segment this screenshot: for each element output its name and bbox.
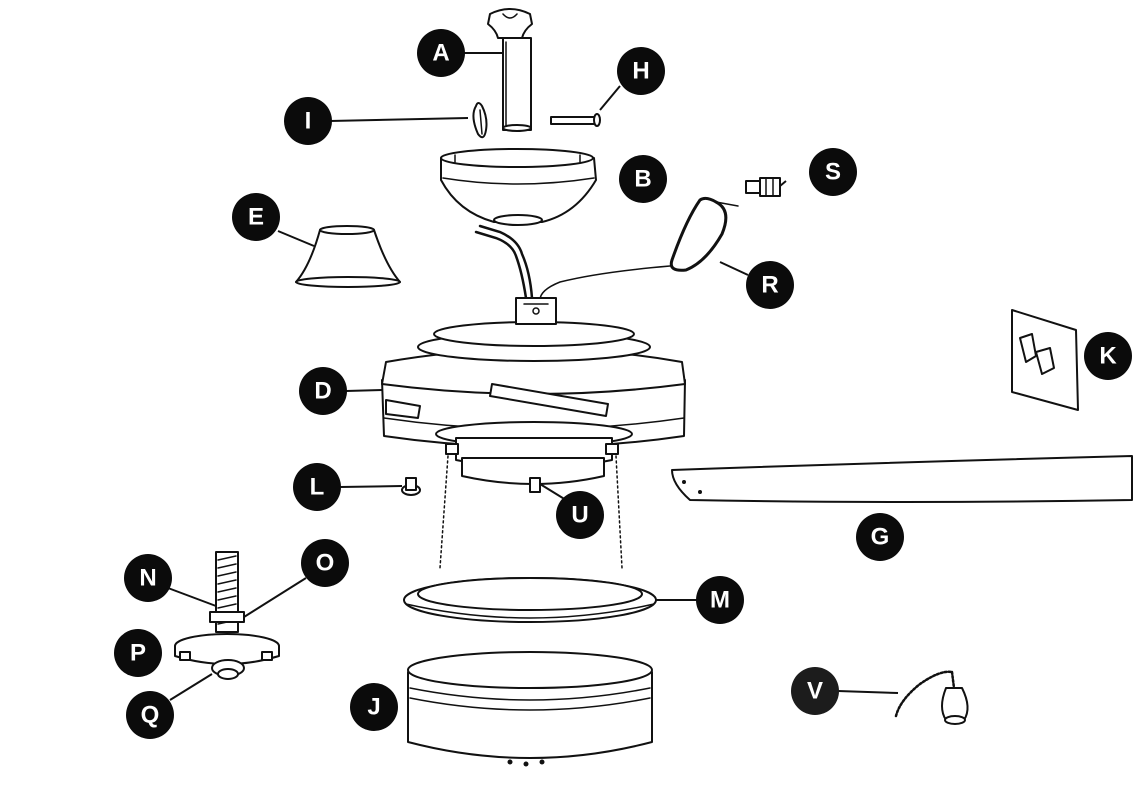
badge-v: V bbox=[791, 667, 839, 715]
badge-q-label: Q bbox=[141, 702, 160, 729]
badge-u-label: U bbox=[571, 502, 588, 529]
part-h-pin bbox=[550, 113, 601, 127]
part-b-canopy bbox=[440, 148, 597, 226]
badge-d: D bbox=[299, 367, 347, 415]
badge-b-label: B bbox=[634, 166, 651, 193]
badge-s: S bbox=[809, 148, 857, 196]
badge-g: G bbox=[856, 513, 904, 561]
badge-k: K bbox=[1084, 332, 1132, 380]
part-s-connector bbox=[745, 177, 781, 197]
badge-a: A bbox=[417, 29, 465, 77]
part-i-clip bbox=[472, 102, 488, 139]
part-v-pull-chain bbox=[894, 670, 969, 725]
badge-u: U bbox=[556, 491, 604, 539]
part-o-nut bbox=[209, 611, 245, 623]
badge-n-label: N bbox=[139, 565, 156, 592]
motor-wires bbox=[474, 224, 534, 300]
badge-p-label: P bbox=[130, 640, 146, 667]
badge-l: L bbox=[293, 463, 341, 511]
badge-r-label: R bbox=[761, 272, 778, 299]
part-g-blade bbox=[671, 455, 1133, 503]
badge-i-label: I bbox=[305, 108, 312, 135]
badge-h-label: H bbox=[632, 58, 649, 85]
part-q-cap bbox=[211, 659, 245, 680]
badge-p: P bbox=[114, 629, 162, 677]
pull-chains bbox=[439, 443, 623, 569]
badge-i: I bbox=[284, 97, 332, 145]
badge-r: R bbox=[746, 261, 794, 309]
part-k-bracket bbox=[1011, 309, 1079, 411]
badge-v-label: V bbox=[807, 678, 823, 705]
badge-j: J bbox=[350, 683, 398, 731]
part-e-canopy-cover bbox=[295, 225, 401, 288]
part-p-plate bbox=[174, 633, 280, 665]
part-l-screw bbox=[401, 477, 421, 496]
badge-o-label: O bbox=[316, 550, 335, 577]
badge-k-label: K bbox=[1099, 343, 1117, 370]
badge-d-label: D bbox=[314, 378, 331, 405]
badge-e: E bbox=[232, 193, 280, 241]
part-m-ring bbox=[403, 577, 657, 623]
badge-s-label: S bbox=[825, 159, 841, 186]
badge-n: N bbox=[124, 554, 172, 602]
badge-q: Q bbox=[126, 691, 174, 739]
badge-l-label: L bbox=[310, 474, 325, 501]
badge-e-label: E bbox=[248, 204, 264, 231]
badge-b: B bbox=[619, 155, 667, 203]
leader-lines bbox=[167, 52, 899, 701]
badge-j-label: J bbox=[367, 694, 380, 721]
part-r-wire bbox=[539, 196, 739, 301]
badge-m-label: M bbox=[710, 587, 730, 614]
badge-o: O bbox=[301, 539, 349, 587]
badge-h: H bbox=[617, 47, 665, 95]
badge-a-label: A bbox=[432, 40, 449, 67]
badge-g-label: G bbox=[871, 524, 890, 551]
part-j-light-bowl bbox=[407, 651, 653, 767]
badge-m: M bbox=[696, 576, 744, 624]
part-a-downrod bbox=[487, 8, 533, 132]
part-u-switch-housing bbox=[435, 421, 633, 493]
